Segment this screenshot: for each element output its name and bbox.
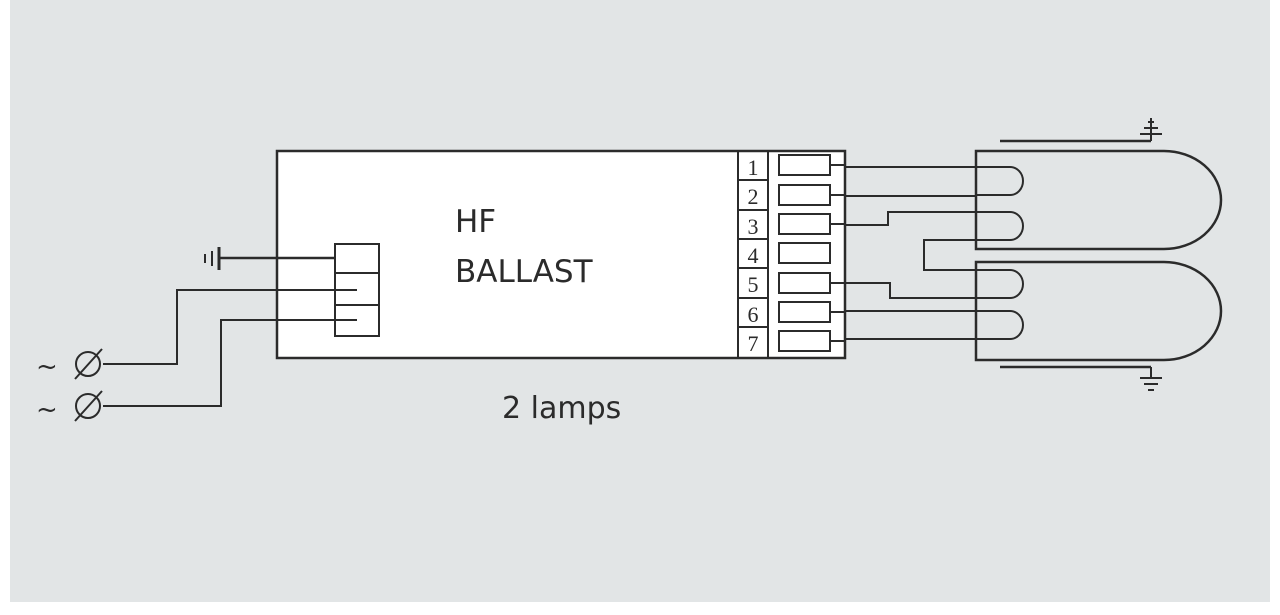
terminal-number-1: 1 [748, 155, 759, 180]
terminal-number-6: 6 [748, 302, 759, 327]
ballast-label-hf: HF [455, 204, 496, 240]
lamp-wire-bridge [923, 239, 976, 271]
lamp-wire-6 [830, 310, 976, 313]
earth-icon-upper [1140, 118, 1162, 141]
lamp-wire-2 [830, 194, 976, 197]
mains-wire-2 [103, 319, 357, 407]
terminal-number-5: 5 [748, 272, 759, 297]
ac-symbol-2: ~ [36, 395, 58, 425]
terminal-pin-7 [778, 330, 831, 352]
terminal-pin-3 [778, 213, 831, 235]
lamp-2-electrode-upper [976, 269, 1024, 299]
lamp-wire-7 [830, 338, 976, 342]
lamp-2-tube [974, 260, 1223, 362]
lamp-1-tube [974, 149, 1223, 251]
fuse-terminal-icon-2 [74, 390, 103, 422]
ballast-label-ballast: BALLAST [455, 254, 594, 290]
terminal-pin-4 [778, 242, 831, 264]
diagram-caption: 2 lamps [502, 391, 621, 426]
terminal-number-3: 3 [748, 214, 759, 239]
terminal-number-2: 2 [748, 184, 759, 209]
earth-icon-lower [1140, 367, 1162, 391]
terminal-pin-6 [778, 301, 831, 323]
terminal-pin-5 [778, 272, 831, 294]
terminal-number-cells [738, 179, 768, 328]
lamp-wire-1 [830, 164, 976, 168]
terminal-number-7: 7 [748, 331, 759, 356]
mains-wire-1 [103, 289, 357, 365]
terminal-pin-1 [778, 154, 831, 176]
earth-icon-left [204, 247, 221, 270]
lamp-wire-5 [830, 282, 976, 299]
terminal-number-4: 4 [748, 243, 759, 268]
terminal-pin-2 [778, 184, 831, 206]
lamp-2-electrode-lower [976, 310, 1024, 340]
fuse-terminal-icon-1 [74, 348, 103, 380]
lamp-wire-3 [830, 211, 976, 226]
ac-symbol-1: ~ [36, 352, 58, 382]
lamp-1-electrode-upper [976, 166, 1024, 196]
lamp-1-electrode-lower [976, 211, 1024, 241]
